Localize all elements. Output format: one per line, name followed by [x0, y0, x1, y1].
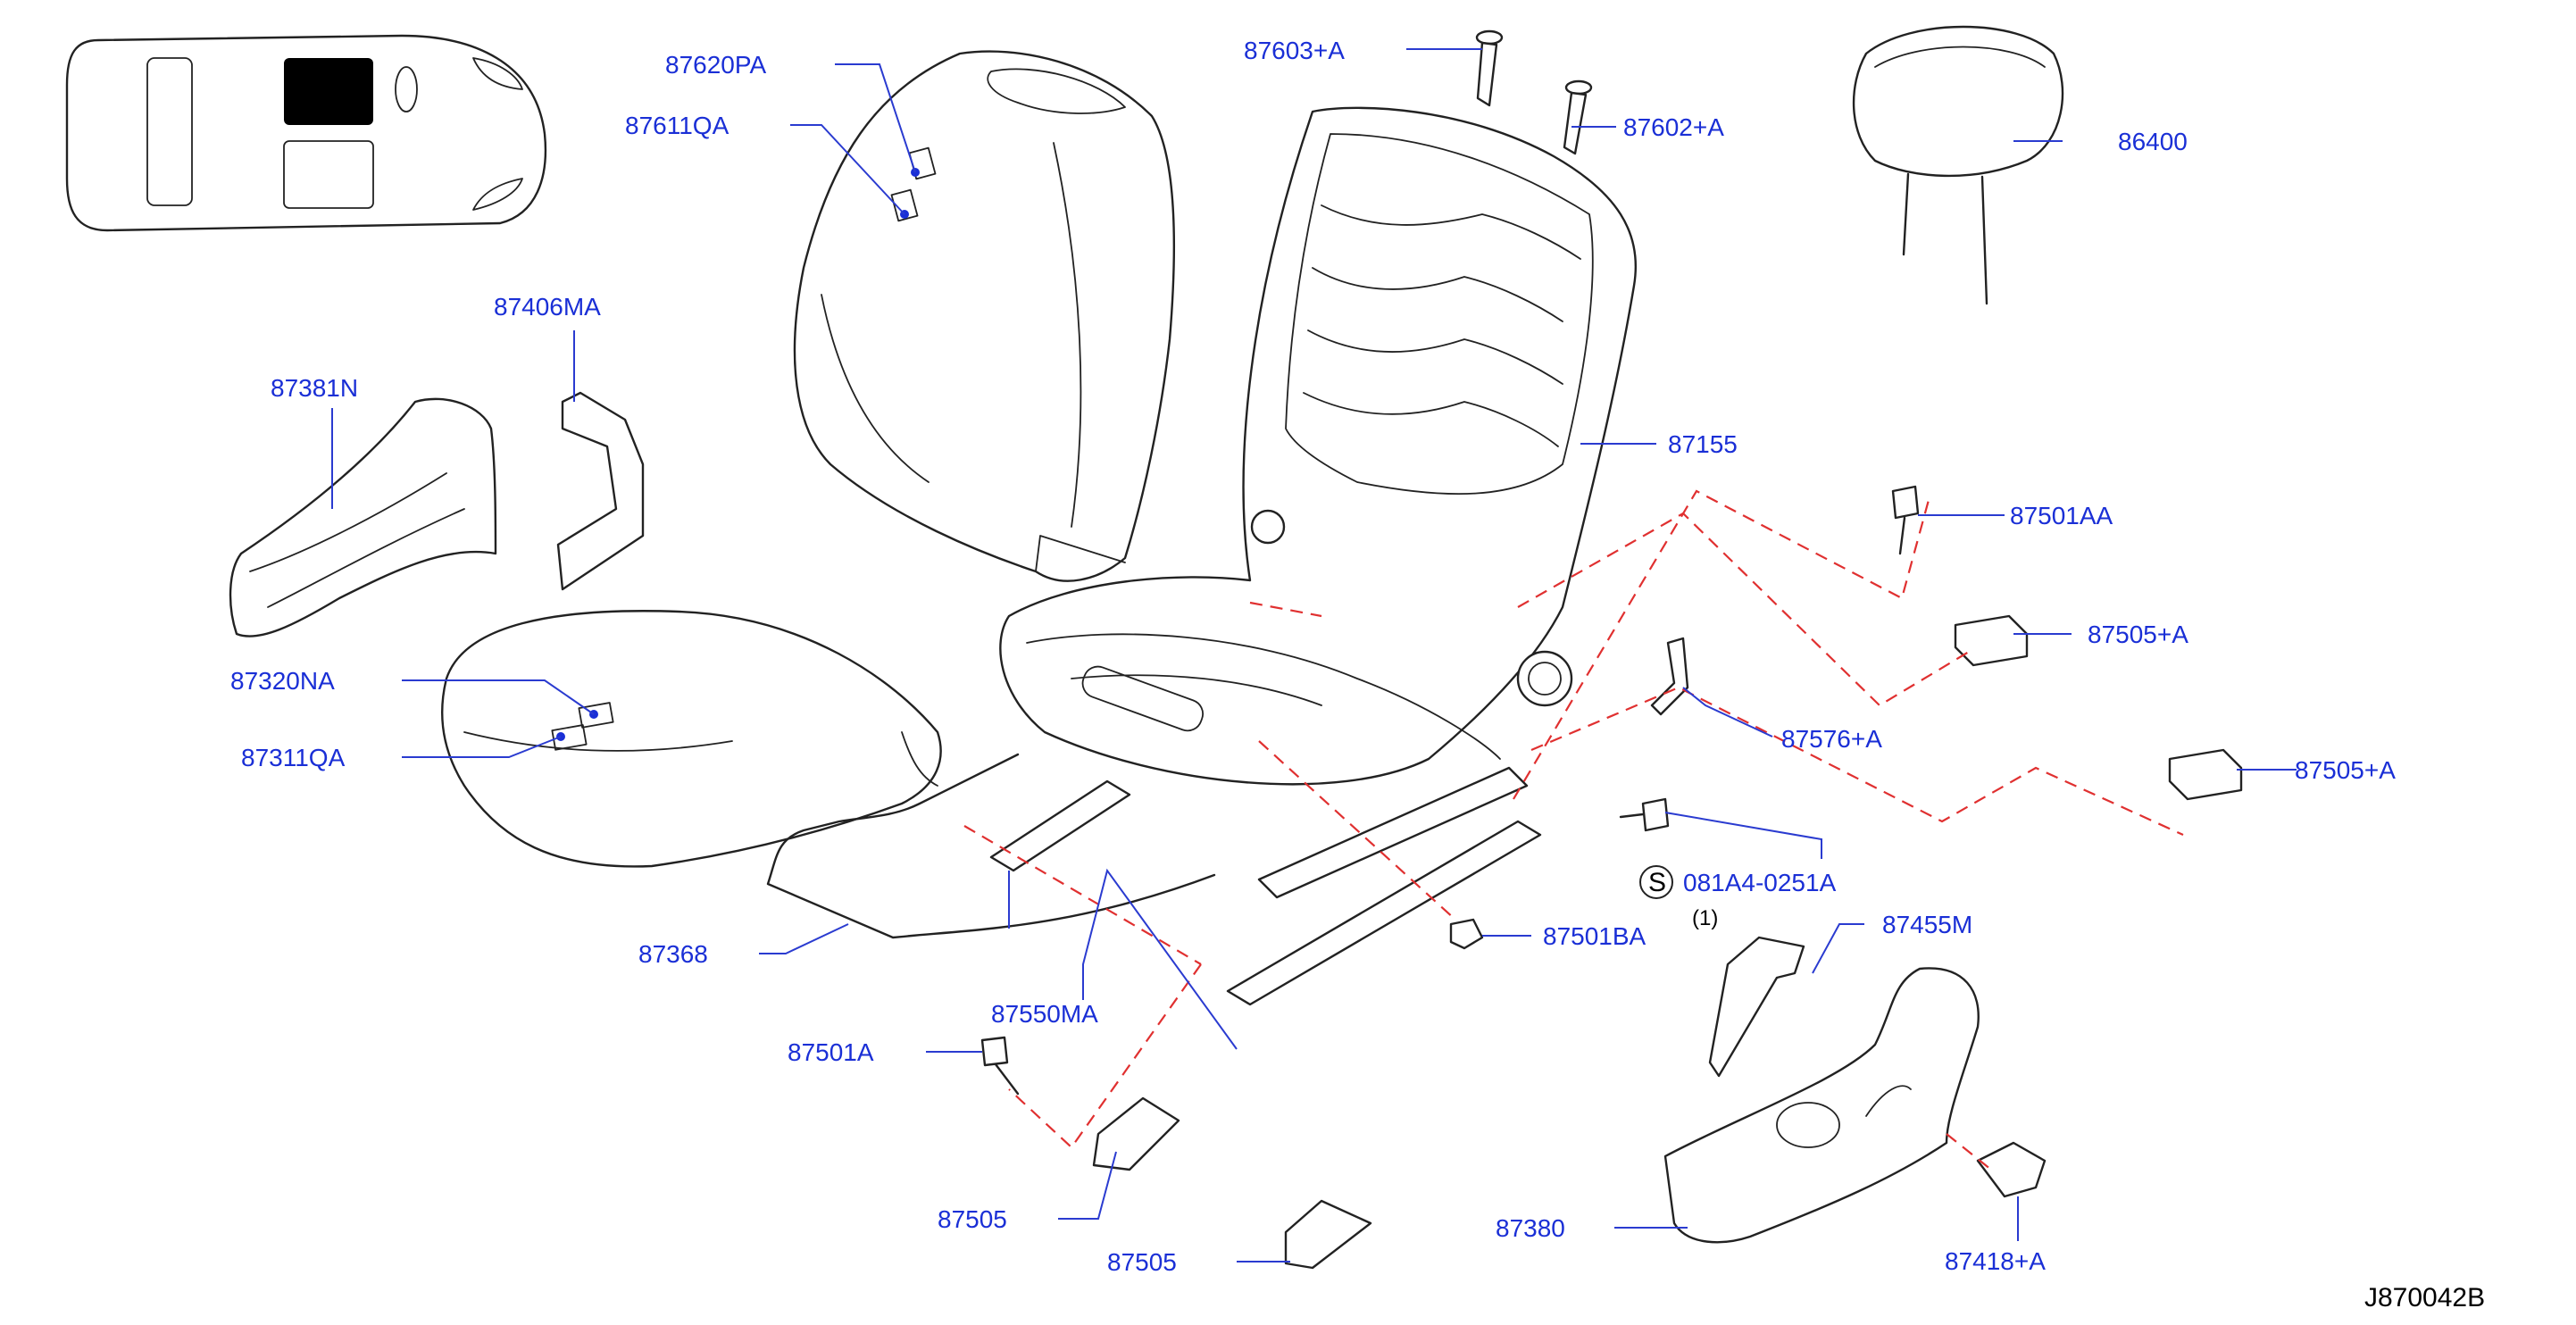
- headrest-guide-87603: [1475, 29, 1504, 107]
- part-label-87380[interactable]: 87380: [1496, 1214, 1565, 1242]
- part-label-87602a[interactable]: 87602+A: [1623, 113, 1724, 141]
- seat-frame: [999, 106, 1638, 786]
- part-label-87501ba[interactable]: 87501BA: [1543, 922, 1646, 950]
- part-label-87620pa[interactable]: 87620PA: [665, 51, 766, 79]
- seat-cushion-trim: [440, 610, 942, 868]
- part-label-87368[interactable]: 87368: [638, 940, 708, 968]
- inner-trim-87381n: [229, 397, 497, 638]
- rail-cover-87505a-1: [1954, 614, 2029, 667]
- cushion-wire-87368: [766, 753, 1216, 939]
- part-label-081a4[interactable]: 081A4-0251A: [1683, 869, 1837, 896]
- assembly-guide-lines: [963, 489, 2184, 1171]
- recliner-knob-87418a: [1976, 1141, 2047, 1198]
- bracket-87406ma: [556, 391, 645, 591]
- part-label-87320na[interactable]: 87320NA: [230, 667, 335, 695]
- part-label-87576a[interactable]: 87576+A: [1781, 725, 1882, 753]
- part-label-87381n[interactable]: 87381N: [271, 374, 358, 402]
- rail-cover-87505-1: [1092, 1096, 1180, 1171]
- cover-87455m: [1708, 936, 1805, 1078]
- part-label-87603a[interactable]: 87603+A: [1244, 37, 1345, 64]
- slide-rail-assembly: [989, 766, 1542, 1006]
- car-top-view-icon: [65, 34, 547, 232]
- clip-87576a: [1650, 637, 1689, 716]
- highlighted-seat-area: [284, 58, 373, 125]
- headrest: [1852, 25, 2064, 305]
- part-label-87505-2[interactable]: 87505: [1107, 1248, 1177, 1276]
- bolt-87501a: [980, 1036, 1020, 1096]
- standard-part-081a4[interactable]: S 081A4-0251A (1): [1639, 865, 1837, 930]
- part-label-87505-1[interactable]: 87505: [938, 1205, 1007, 1233]
- part-label-86400[interactable]: 86400: [2118, 128, 2188, 155]
- part-labels: 87620PA 87611QA 87603+A 87602+A 86400 87…: [230, 37, 2396, 1276]
- part-label-87501aa[interactable]: 87501AA: [2010, 502, 2113, 529]
- leader-lines: [331, 48, 2297, 1262]
- part-label-87505a-1[interactable]: 87505+A: [2088, 621, 2188, 648]
- part-label-87611qa[interactable]: 87611QA: [625, 112, 729, 139]
- seatback-trim-cover: [793, 50, 1176, 582]
- rail-cover-87505-2: [1284, 1199, 1372, 1270]
- part-label-87418a[interactable]: 87418+A: [1945, 1247, 2046, 1275]
- bolt-87501aa: [1891, 485, 1920, 555]
- diagram-code: J870042B: [2364, 1283, 2485, 1312]
- rail-cover-87505a-2: [2168, 748, 2243, 801]
- part-label-87311qa[interactable]: 87311QA: [241, 744, 346, 771]
- standard-part-symbol: S: [1648, 868, 1666, 897]
- nut-87501ba: [1449, 918, 1484, 950]
- outer-side-trim-87380: [1663, 967, 1980, 1244]
- bolt-081a4: [1619, 797, 1670, 832]
- part-label-87501a[interactable]: 87501A: [788, 1038, 874, 1066]
- part-label-87406ma[interactable]: 87406MA: [494, 293, 601, 321]
- headrest-guide-87602: [1563, 79, 1593, 155]
- part-label-87505a-2[interactable]: 87505+A: [2295, 756, 2396, 784]
- part-label-87155[interactable]: 87155: [1668, 430, 1738, 458]
- part-label-87455m[interactable]: 87455M: [1882, 911, 1972, 938]
- part-label-87550ma[interactable]: 87550MA: [991, 1000, 1098, 1028]
- part-quantity: (1): [1692, 906, 1718, 930]
